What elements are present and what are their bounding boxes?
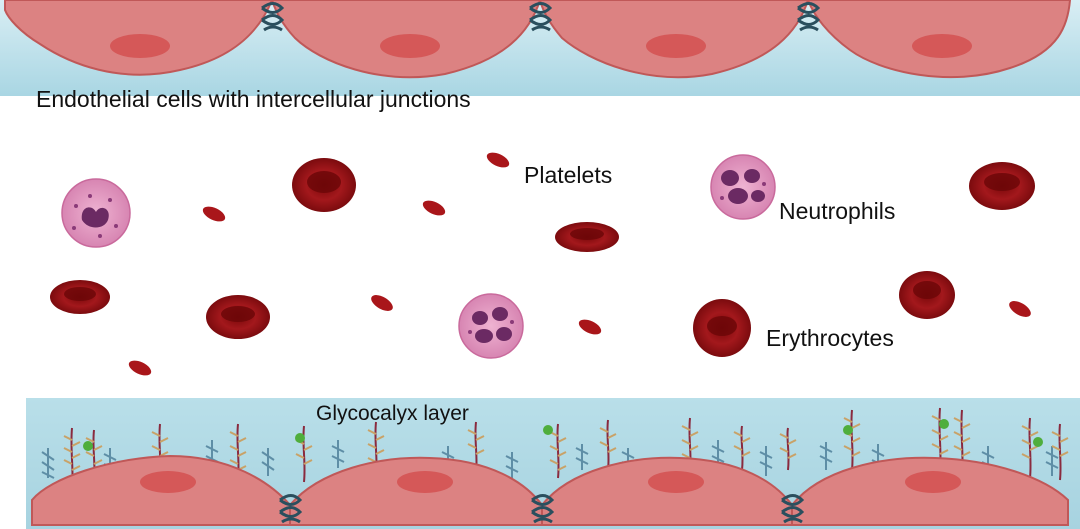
erythrocyte-7 <box>693 299 751 357</box>
endothelial-cells-label: Endothelial cells with intercellular jun… <box>36 86 471 112</box>
erythrocyte-6 <box>899 271 955 319</box>
nucleus-bottom-4 <box>905 471 961 493</box>
platelet-3 <box>422 200 446 216</box>
erythrocyte-4 <box>50 280 110 314</box>
platelet-1 <box>486 152 510 168</box>
erythrocyte-5 <box>206 295 270 339</box>
top-endothelium <box>0 0 1080 96</box>
neutrophil-2 <box>710 154 776 220</box>
erythrocytes-label: Erythrocytes <box>766 325 894 351</box>
junction-bottom-1 <box>279 494 303 524</box>
platelets <box>128 152 1031 376</box>
platelet-6 <box>1009 301 1031 317</box>
platelet-7 <box>128 360 152 376</box>
erythrocyte-1 <box>292 158 356 212</box>
nucleus-top-3 <box>646 34 706 58</box>
neutrophil-1 <box>61 178 131 248</box>
junction-top-1 <box>261 2 285 32</box>
glycocalyx-proteins <box>83 419 1043 451</box>
platelets-label: Platelets <box>524 162 613 188</box>
junction-top-2 <box>529 2 553 32</box>
nucleus-top-4 <box>912 34 972 58</box>
nucleus-bottom-1 <box>140 471 196 493</box>
nucleus-bottom-2 <box>397 471 453 493</box>
junction-bottom-3 <box>781 494 805 524</box>
neutrophils-label: Neutrophils <box>779 198 896 224</box>
nucleus-top-1 <box>110 34 170 58</box>
nucleus-top-2 <box>380 34 440 58</box>
platelet-4 <box>371 295 393 311</box>
neutrophil-3 <box>458 293 524 359</box>
bottom-endothelium <box>26 398 1080 529</box>
platelet-2 <box>202 206 226 222</box>
junction-bottom-2 <box>531 494 555 524</box>
nucleus-bottom-3 <box>648 471 704 493</box>
junction-top-3 <box>797 2 821 32</box>
glycocalyx-label: Glycocalyx layer <box>316 402 469 425</box>
platelet-5 <box>578 319 602 335</box>
erythrocyte-2 <box>969 162 1035 210</box>
erythrocyte-3 <box>555 222 619 252</box>
